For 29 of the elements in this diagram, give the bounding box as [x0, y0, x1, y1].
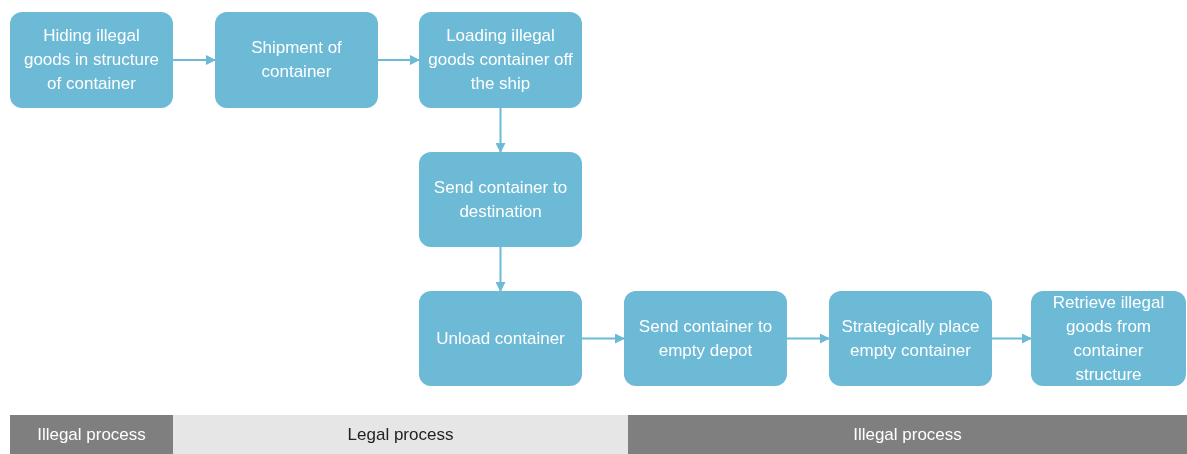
process-box	[1031, 291, 1186, 386]
process-band	[10, 415, 173, 454]
step-label: Send container to empty depot	[637, 315, 774, 362]
arrow	[991, 333, 1032, 344]
step-label: Unload container	[436, 327, 565, 350]
band-label: Illegal process	[853, 424, 962, 445]
step-label: Send container to destination	[432, 176, 569, 223]
process-box	[419, 152, 582, 247]
step-label: Retrieve illegal goods from container structure	[1051, 291, 1166, 386]
process-box	[624, 291, 787, 386]
arrow	[581, 333, 625, 344]
process-band	[173, 415, 628, 454]
process-box	[10, 12, 173, 108]
step-label: Loading illegal goods container off the ship	[427, 25, 574, 95]
process-band	[628, 415, 1187, 454]
band-label: Legal process	[347, 424, 454, 445]
arrow	[495, 107, 506, 153]
process-box	[829, 291, 992, 386]
step-label: Shipment of container	[250, 37, 343, 83]
arrow	[786, 333, 830, 344]
arrow	[172, 55, 216, 65]
process-box	[215, 12, 378, 108]
band-label: Illegal process	[37, 424, 146, 445]
process-box	[419, 12, 582, 108]
arrow	[377, 55, 420, 65]
arrow	[495, 246, 506, 292]
process-box	[419, 291, 582, 386]
step-label: Strategically place empty container	[840, 315, 981, 362]
step-label: Hiding illegal goods in structure of container	[22, 25, 161, 95]
